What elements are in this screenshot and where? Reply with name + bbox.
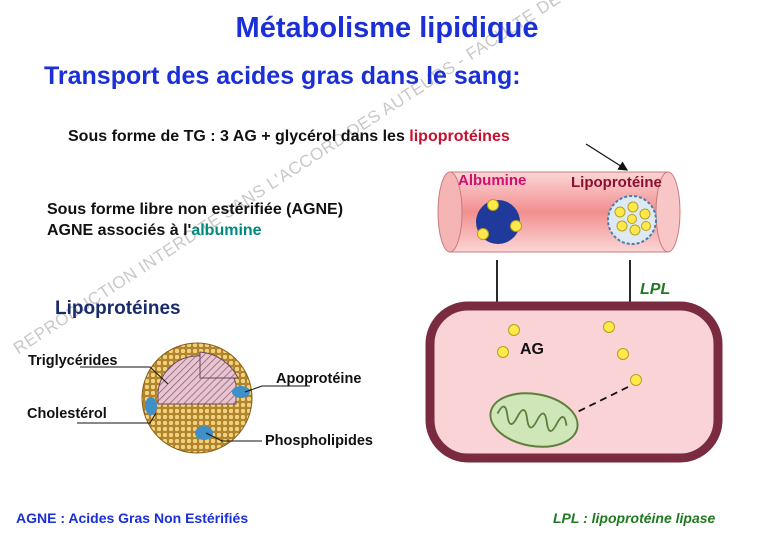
lipoproteine-label: Lipoprotéine <box>571 174 662 191</box>
mitochondria-icon <box>489 392 579 448</box>
apoproteine-label: Apoprotéine <box>276 371 362 387</box>
lipoprotein-particle <box>607 195 657 245</box>
label-leaders <box>77 366 310 442</box>
albumine-label: Albumine <box>458 172 527 189</box>
lipoproteines-heading: Lipoprotéines <box>55 298 181 319</box>
lipoprotein-anatomy-icon <box>141 342 253 454</box>
cholesterol-label: Cholestérol <box>27 406 107 422</box>
tg-transport-line: Sous forme de TG : 3 AG + glycérol dans … <box>68 128 510 146</box>
agne-albumine-text: AGNE associés à l' <box>47 222 192 239</box>
page-title: Métabolisme lipidique <box>235 12 539 44</box>
lpl-label: LPL <box>640 281 671 298</box>
footer-lpl-definition: LPL : lipoprotéine lipase <box>553 510 716 526</box>
albumine-particle <box>476 199 522 244</box>
lipoproteines-highlight: lipoprotéines <box>409 128 510 145</box>
page-subtitle: Transport des acides gras dans le sang: <box>44 62 521 90</box>
ag-label: AG <box>520 341 544 358</box>
albumine-highlight: albumine <box>191 222 262 239</box>
footer-agne-definition: AGNE : Acides Gras Non Estérifiés <box>16 510 249 526</box>
agne-albumine-line: AGNE associés à l'albumine <box>47 222 262 240</box>
pointer-arrow <box>585 143 629 171</box>
triglycerides-label: Triglycérides <box>28 353 118 369</box>
fatty-acid-dots <box>497 321 642 386</box>
phospholipides-label: Phospholipides <box>265 433 373 449</box>
tg-transport-text: Sous forme de TG : 3 AG + glycérol dans … <box>68 128 410 145</box>
agne-line: Sous forme libre non estérifiée (AGNE) <box>47 201 344 218</box>
